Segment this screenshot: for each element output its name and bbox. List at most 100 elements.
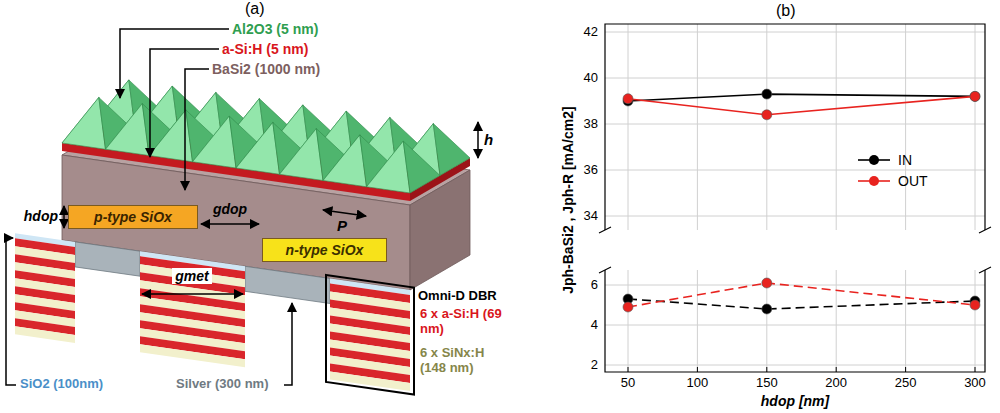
layer-stack (15, 80, 470, 395)
tick-label: 250 (895, 376, 917, 391)
tick-mark (836, 367, 837, 372)
data-line (628, 299, 975, 309)
dbr-layer (140, 344, 245, 367)
grid-line (605, 32, 985, 33)
grid-line (605, 325, 985, 326)
grid-line (605, 216, 985, 217)
leader-lines (6, 29, 478, 385)
data-line (628, 94, 975, 101)
data-marker (623, 94, 633, 104)
pyramid-face (433, 124, 470, 176)
legend-text: IN (898, 152, 912, 168)
grid-line (605, 124, 985, 125)
grid-line (628, 24, 629, 230)
dimension-arrow (142, 293, 243, 295)
tick-label: 4 (591, 318, 598, 333)
tick-label: 40 (584, 71, 598, 86)
dbr-layer (15, 326, 75, 343)
data-marker (623, 302, 633, 312)
pyramid-face (367, 141, 411, 193)
axis-break (979, 227, 991, 233)
pyramid-face (149, 110, 193, 162)
tick-label: 150 (756, 376, 778, 391)
axis-title: hdop [nm] (761, 393, 829, 409)
panel-label: (b) (776, 2, 796, 20)
layer-label: 6 x a-Si:H (69 nm) (420, 307, 508, 337)
tick-label: 300 (964, 376, 986, 391)
leader-line (6, 238, 16, 385)
doped-region: p-type SiOx (68, 205, 198, 229)
pyramid-face (236, 122, 280, 174)
tick-mark (766, 367, 767, 372)
layer-label: 6 x SiNx:H (148 nm) (420, 346, 512, 376)
tick-label: 200 (825, 376, 847, 391)
tick-mark (697, 367, 698, 372)
data-marker (762, 278, 772, 288)
data-marker (762, 89, 772, 99)
layer-label: a-Si:H (5 nm) (222, 41, 308, 57)
layer-label: BaSi2 (1000 nm) (212, 61, 320, 77)
layer-label: SiO2 (100nm) (20, 377, 103, 392)
dimension-label: hdop (24, 208, 58, 224)
dimension-arrow (63, 206, 65, 228)
grid-line (975, 24, 976, 230)
region-label: p-type SiOx (94, 209, 172, 225)
layer-label: Al2O3 (5 nm) (232, 21, 318, 37)
tick-label: 34 (584, 209, 598, 224)
pyramid-face (193, 116, 237, 168)
legend-marker (869, 155, 879, 165)
dimension-arrow (201, 223, 259, 225)
grid-line (605, 365, 985, 366)
omni-d-outline (326, 275, 414, 395)
grid-line (836, 24, 837, 230)
plot-frame (605, 270, 985, 372)
grid-line (697, 24, 698, 230)
axis-title: Jph-BaSi2 , Jph-R [mA/cm2] (560, 106, 576, 293)
dimension-arrow (477, 122, 479, 158)
layer-label: Silver (300 nm) (176, 377, 269, 392)
tick-label: 38 (584, 117, 598, 132)
leader-line (185, 69, 209, 190)
tick-label: 36 (584, 163, 598, 178)
pyramid-face (106, 104, 150, 156)
dimension-label: gmet (172, 268, 211, 284)
pyramid-face (280, 129, 324, 181)
tick-label: 42 (584, 25, 598, 40)
data-marker (970, 300, 980, 310)
dimension-label: gdop (213, 201, 247, 217)
data-line (628, 96, 975, 114)
pyramid-face (62, 97, 106, 149)
dimension-arrow (323, 210, 366, 216)
tick-label: 2 (591, 358, 598, 373)
silver-contact (245, 266, 330, 303)
grid-line (766, 24, 767, 230)
grid-line (605, 170, 985, 171)
data-marker (762, 110, 772, 120)
plot-frame (605, 24, 985, 230)
leader-line (284, 303, 292, 385)
legend-text: OUT (898, 173, 928, 189)
axis-break (979, 267, 991, 273)
pyramid-face (323, 135, 367, 187)
doped-region: n-type SiOx (262, 238, 387, 262)
data-line (628, 283, 975, 307)
panel-label: (a) (245, 0, 265, 18)
axis-break (599, 267, 611, 273)
chart-plot (599, 24, 991, 372)
dimension-label: h (484, 131, 493, 148)
grid-line (605, 78, 985, 79)
axis-break (599, 227, 611, 233)
tick-label: 100 (687, 376, 709, 391)
silver-contact (75, 242, 140, 276)
pyramid-face (403, 141, 440, 193)
data-marker (762, 304, 772, 314)
grid-line (905, 24, 906, 230)
tick-mark (628, 367, 629, 372)
tick-label: 50 (621, 376, 635, 391)
dimension-label: P (337, 217, 347, 234)
region-label: n-type SiOx (286, 242, 364, 258)
tick-mark (905, 367, 906, 372)
legend-marker (869, 176, 879, 186)
data-marker (970, 91, 980, 101)
